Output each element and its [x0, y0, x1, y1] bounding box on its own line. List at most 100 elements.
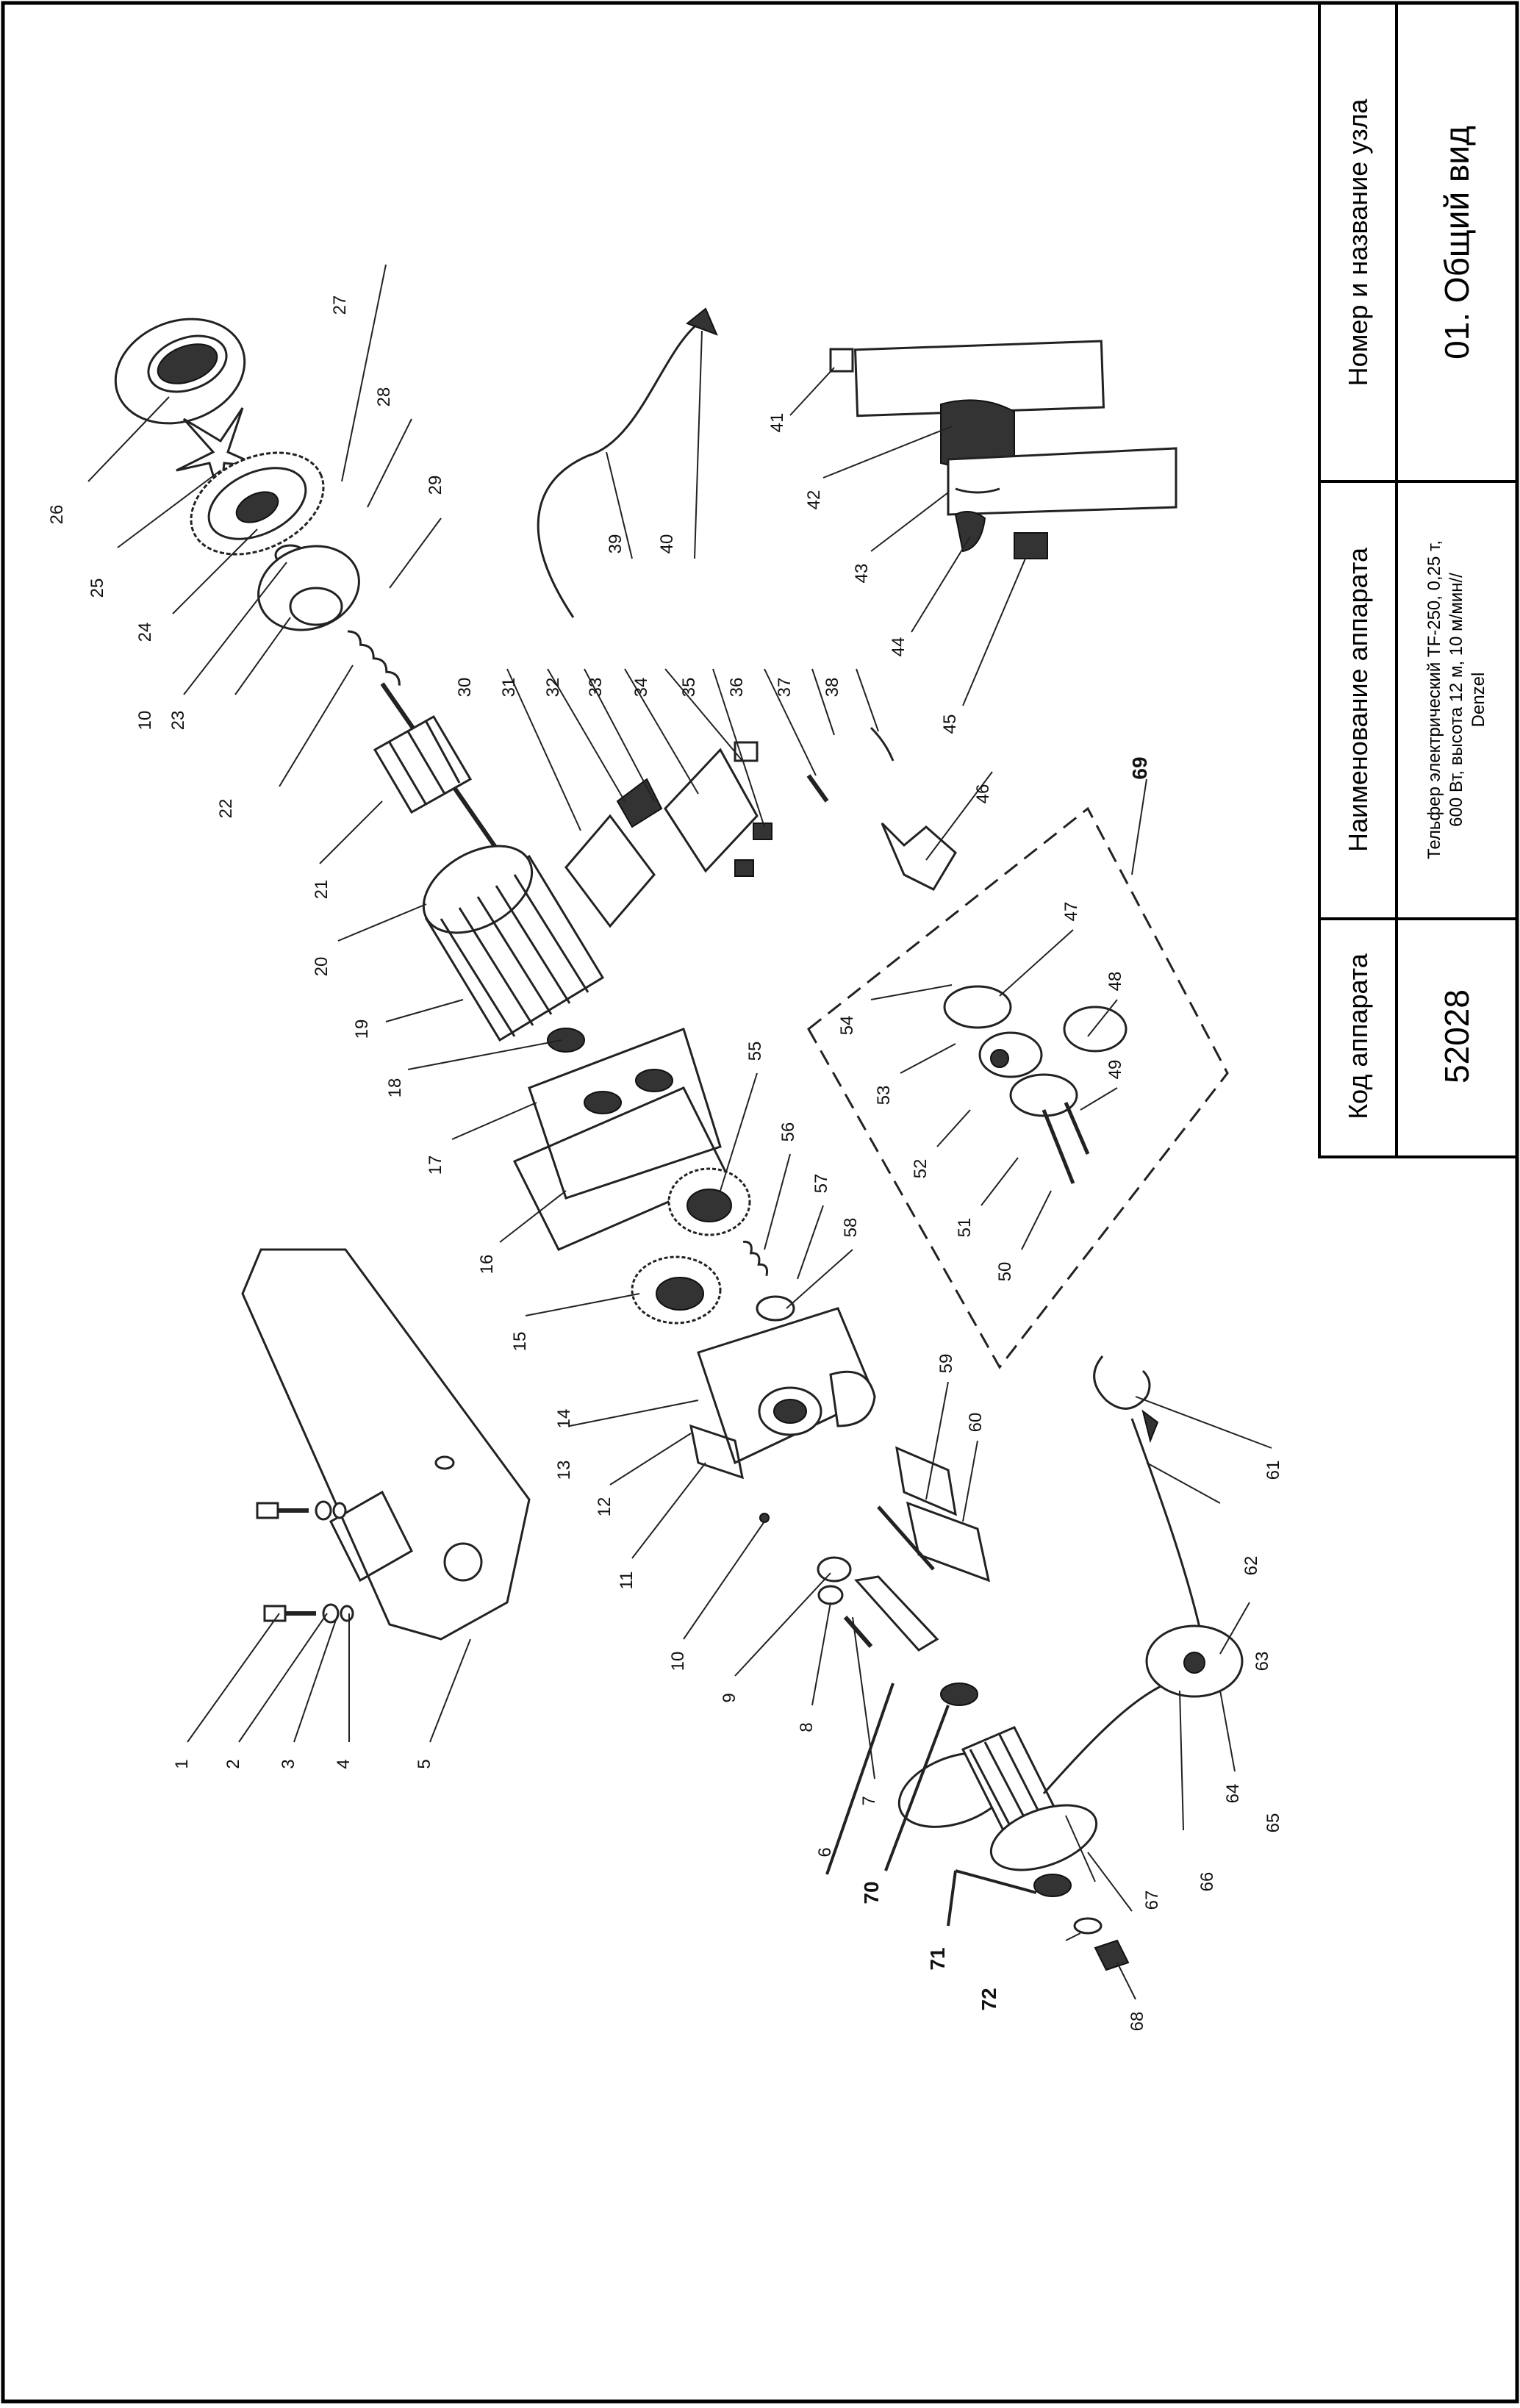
callout-25: 25	[87, 578, 107, 598]
callout-72: 72	[978, 1988, 1000, 2010]
callout-50: 50	[995, 1262, 1015, 1282]
callout-8: 8	[797, 1722, 817, 1732]
part-control-cable	[537, 322, 699, 618]
callout-51: 51	[955, 1218, 975, 1238]
callout-17: 17	[426, 1155, 445, 1175]
callout-29: 29	[426, 476, 445, 495]
callout-67: 67	[1142, 1891, 1162, 1910]
callout-36: 36	[727, 678, 747, 698]
brake-assembly-group	[807, 806, 1229, 1369]
callout-3: 3	[279, 1759, 298, 1769]
part-bearing-18	[547, 1028, 585, 1053]
callout-16: 16	[477, 1255, 497, 1275]
callout-65: 65	[1263, 1813, 1283, 1833]
callout-24: 24	[135, 623, 155, 642]
callout-15: 15	[510, 1332, 530, 1352]
name-value-line2: 600 Вт, высота 12 м, 10 м/мин//	[1446, 573, 1466, 827]
part-stator	[422, 845, 605, 1042]
part-bearing-58	[756, 1295, 795, 1322]
callout-57: 57	[811, 1174, 831, 1194]
callout-42: 42	[804, 490, 824, 510]
callout-47: 47	[1061, 902, 1081, 922]
callout-35: 35	[679, 678, 699, 698]
callout-48: 48	[1105, 972, 1125, 992]
callout-27: 27	[330, 295, 350, 315]
callout-62: 62	[1241, 1556, 1261, 1576]
callout-55: 55	[745, 1042, 765, 1061]
name-value: Тельфер электрический TF-250, 0,25 т, 60…	[1424, 540, 1490, 859]
code-value: 52028	[1438, 989, 1476, 1083]
callout-6: 6	[815, 1847, 835, 1857]
callout-34: 34	[631, 678, 651, 698]
part-terminal-box	[564, 726, 895, 928]
part-cable-drum	[897, 1726, 1098, 1871]
callout-61: 61	[1263, 1461, 1283, 1480]
part-gearbox-housing	[689, 1307, 876, 1480]
part-hook-weight	[1145, 1624, 1244, 1698]
callout-52: 52	[911, 1159, 931, 1179]
callout-45: 45	[940, 714, 960, 734]
callout-13: 13	[554, 1461, 574, 1480]
callout-53: 53	[874, 1086, 894, 1106]
part-gear	[190, 451, 325, 556]
callout-54: 54	[837, 1016, 857, 1036]
name-value-line3: Denzel	[1469, 672, 1488, 728]
callout-56: 56	[778, 1122, 798, 1142]
part-pendant-control	[829, 340, 1177, 559]
part-bolts	[256, 1500, 354, 1624]
callout-59: 59	[936, 1354, 956, 1374]
callout-5: 5	[415, 1759, 434, 1769]
callout-26: 26	[47, 505, 67, 525]
callout-7: 7	[859, 1796, 879, 1805]
callout-37: 37	[775, 678, 795, 698]
callout-60: 60	[966, 1413, 986, 1433]
callout-32: 32	[543, 678, 563, 698]
part-wire-rope	[1042, 1674, 1191, 1794]
part-washer-70	[940, 1683, 978, 1706]
code-header: Код аппарата	[1343, 953, 1373, 1119]
callout-14: 14	[554, 1409, 574, 1429]
callout-43: 43	[852, 564, 872, 584]
title-block	[1318, 1, 1519, 1158]
part-drum-axle	[759, 1446, 991, 1652]
callout-10: 10	[668, 1652, 688, 1671]
part-drive-gear	[631, 1255, 722, 1325]
part-nut-68	[1094, 1939, 1130, 1971]
part-mains-plug	[881, 822, 957, 891]
callout-40: 40	[657, 534, 677, 554]
callout-1: 1	[172, 1759, 192, 1769]
callout-58: 58	[841, 1218, 861, 1238]
part-washer-71	[1033, 1874, 1072, 1897]
callout-66: 66	[1197, 1872, 1217, 1892]
part-motor-flange	[512, 1028, 730, 1251]
callout-63: 63	[1252, 1652, 1272, 1671]
part-clip-72	[1073, 1917, 1103, 1935]
part-rotor	[373, 714, 473, 814]
name-value-line1: Тельфер электрический TF-250, 0,25 т,	[1424, 540, 1444, 859]
callout-numbers: 1 2 3 4 5 6 7 8 9 10 11 12 13 14 15 16 1…	[47, 295, 1283, 2032]
part-spring-56	[742, 1240, 768, 1276]
callout-20: 20	[312, 957, 331, 977]
part-wire-rope-upper	[1130, 1418, 1207, 1655]
part-cable-plug	[686, 307, 718, 336]
callout-9: 9	[720, 1693, 739, 1702]
name-header: Наименование аппарата	[1343, 548, 1373, 852]
callout-12: 12	[595, 1497, 614, 1517]
callout-2: 2	[223, 1759, 243, 1769]
callout-68: 68	[1128, 2012, 1147, 2032]
callout-44: 44	[889, 637, 908, 657]
part-rear-cover	[114, 318, 246, 425]
callout-31: 31	[499, 678, 519, 698]
callout-46: 46	[973, 784, 993, 804]
callout-22: 22	[216, 799, 236, 819]
callout-leaders	[87, 264, 1272, 2000]
callout-41: 41	[767, 413, 787, 433]
callout-38: 38	[822, 678, 842, 698]
callout-4: 4	[334, 1759, 354, 1769]
node-value: 01. Общий вид	[1438, 126, 1476, 359]
callout-71: 71	[926, 1947, 949, 1970]
part-hook	[1093, 1355, 1159, 1444]
callout-69: 69	[1128, 756, 1151, 779]
